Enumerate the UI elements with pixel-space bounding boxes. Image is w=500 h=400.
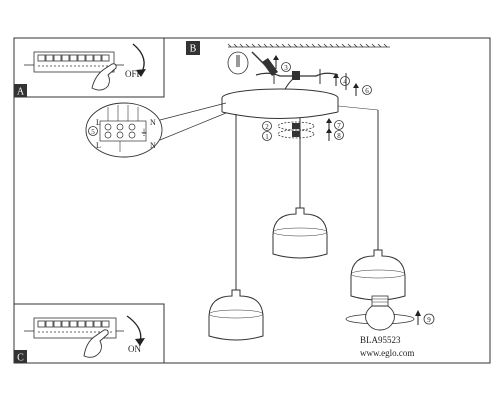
step-7-number: 7: [337, 122, 341, 130]
step-6-marker: 6: [353, 83, 372, 96]
panel-c-frame: [13, 303, 165, 364]
on-label: ON: [128, 344, 141, 354]
step-2-number: 2: [265, 123, 269, 131]
canopy-icon: [221, 76, 339, 119]
hand-icon: [83, 329, 109, 358]
hand-icon: [91, 63, 117, 91]
step-2-marker: 2: [262, 121, 272, 131]
step-3-marker: 3: [273, 55, 291, 72]
panel-c-letter: C: [17, 353, 24, 364]
panel-a: A OFF: [13, 37, 165, 98]
ceiling-icon: [227, 43, 390, 48]
panel-b-letter: B: [190, 44, 197, 55]
wiring-detail-circle: [85, 102, 163, 158]
step-6-number: 6: [365, 87, 369, 95]
step-4-number: 4: [343, 78, 347, 86]
panel-a-letter: A: [17, 87, 25, 98]
live-label-bottom: L: [96, 141, 101, 150]
arrowhead-icon: [135, 338, 145, 346]
step-8-number: 8: [337, 132, 341, 140]
live-label-top: L: [96, 118, 101, 127]
panel-b: B: [186, 41, 435, 358]
step-4-marker: 4: [333, 73, 350, 86]
step-1-marker: 1: [262, 131, 272, 141]
mounting-bracket-icon: [255, 69, 347, 90]
wiring-detail: L N L N ⏚ 5: [85, 102, 227, 158]
canopy-screw-detail: [277, 121, 315, 139]
panel-b-label: B: [186, 41, 200, 55]
pendant-shade-middle: [272, 207, 328, 259]
panel-c: C ON: [13, 303, 165, 364]
step-3-number: 3: [284, 64, 288, 72]
off-label: OFF: [125, 69, 142, 79]
step-5-marker: 5: [88, 126, 98, 136]
model-code: BLA95523: [360, 335, 401, 345]
step-5-number: 5: [91, 128, 95, 136]
panel-a-frame: [13, 37, 165, 98]
terminal-block-icon: [24, 317, 124, 339]
step-9-number: 9: [427, 316, 431, 324]
panel-c-label: C: [14, 350, 27, 364]
step-8-marker: 8: [326, 128, 344, 141]
outer-frame: [13, 37, 491, 364]
step-9-marker: 9: [415, 310, 435, 325]
rotate-arrow-icon: [126, 315, 142, 343]
canopy-to-right-cord: [337, 105, 379, 111]
wall-plug-icon: [227, 51, 249, 75]
bulb-icon: [345, 295, 415, 331]
neutral-label-top: N: [150, 118, 156, 127]
step-1-number: 1: [265, 133, 269, 141]
earth-symbol-icon: ⏚: [140, 128, 148, 137]
pendant-shade-left: [208, 289, 264, 341]
panel-a-label: A: [14, 84, 27, 98]
pendant-shade-right: [350, 249, 406, 301]
neutral-label-bottom: N: [150, 141, 156, 150]
arrowhead-icon: [136, 69, 146, 77]
website: www.eglo.com: [360, 348, 414, 358]
